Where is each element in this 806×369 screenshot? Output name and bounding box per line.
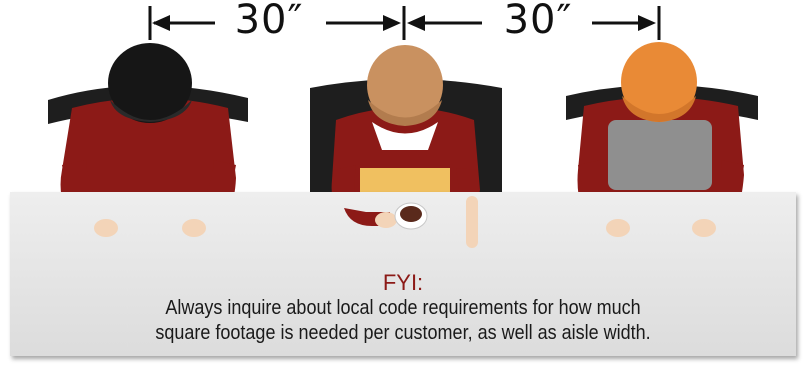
arrow-left-icon (407, 15, 425, 31)
dimension-label-left: 30″ (209, 0, 329, 42)
fyi-note: FYI: Always inquire about local code req… (10, 270, 796, 346)
note-line-1: Always inquire about local code requirem… (49, 296, 756, 321)
note-line-2: square footage is needed per customer, a… (49, 321, 756, 346)
dimension-label-right: 30″ (478, 0, 598, 42)
arrow-right-icon (638, 15, 656, 31)
arrow-left-icon (152, 15, 170, 31)
shirt-back-right (608, 120, 712, 190)
note-title: FYI: (10, 270, 796, 296)
arrow-right-icon (383, 15, 401, 31)
